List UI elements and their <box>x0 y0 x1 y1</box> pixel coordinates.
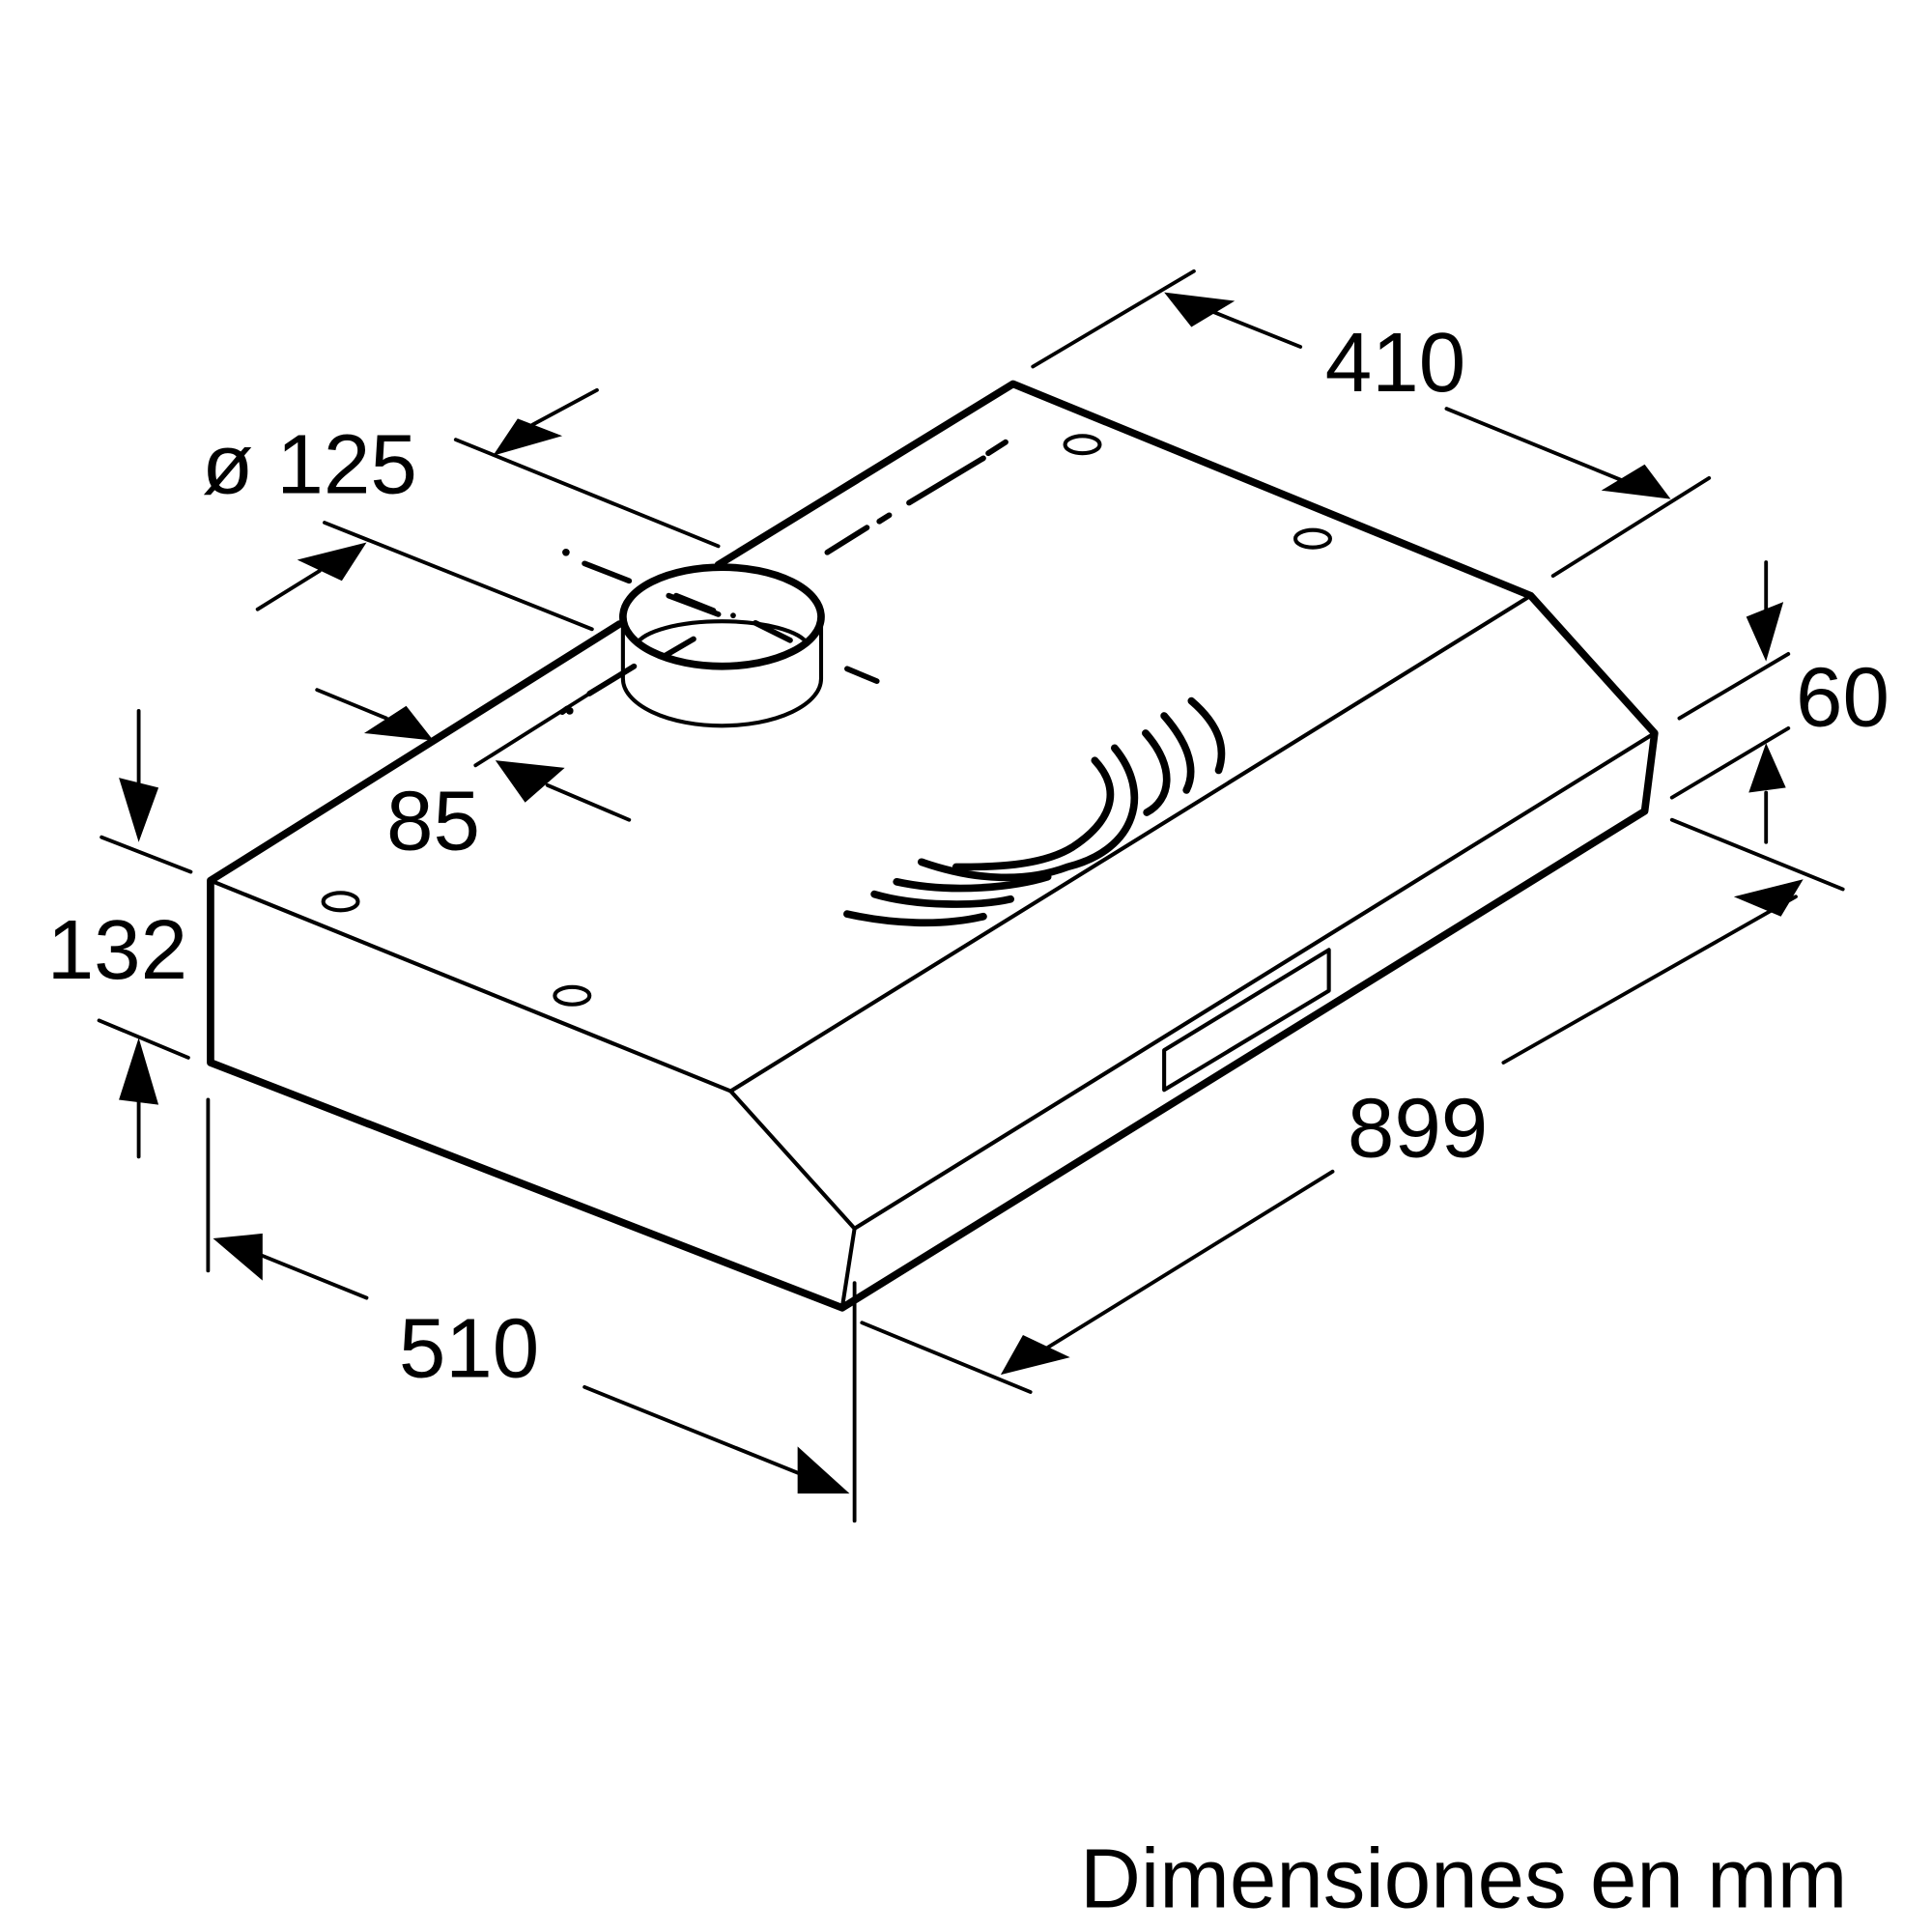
dim-label-410: 410 <box>1325 316 1465 410</box>
screw-hole-icon <box>1293 527 1332 550</box>
hood-top-back-edge <box>207 380 1659 1312</box>
hood-front-corner <box>839 1226 857 1310</box>
hood-front-top-edge <box>852 730 1657 1231</box>
dimension-132: 132 <box>47 708 193 1159</box>
dimension-510: 510 <box>206 1097 857 1523</box>
dim-label-diameter-125: ø 125 <box>202 417 417 511</box>
airflow-waves-icon <box>843 696 1226 927</box>
dim-label-85: 85 <box>386 774 480 867</box>
dim-label-60: 60 <box>1796 650 1889 744</box>
dimension-diameter-125: ø 125 <box>202 387 721 632</box>
screw-holes <box>321 434 1332 1007</box>
dimension-60: 60 <box>1669 560 1889 844</box>
dim-label-899: 899 <box>1348 1081 1488 1175</box>
screw-hole-icon <box>553 984 592 1007</box>
units-caption: Dimensiones en mm <box>1080 1832 1847 1925</box>
dimension-410: 410 <box>1031 269 1712 579</box>
hood-body <box>207 380 1659 1312</box>
dim-label-132: 132 <box>47 903 187 997</box>
dimension-85: 85 <box>315 688 632 867</box>
dimension-899: 899 <box>860 817 1845 1394</box>
dim-label-510: 510 <box>399 1302 539 1396</box>
duct-collar <box>619 563 825 728</box>
hood-corner-edge <box>728 1089 857 1231</box>
control-panel-slot <box>1162 948 1331 1093</box>
screw-hole-icon <box>1063 434 1102 456</box>
screw-hole-icon <box>321 891 360 913</box>
